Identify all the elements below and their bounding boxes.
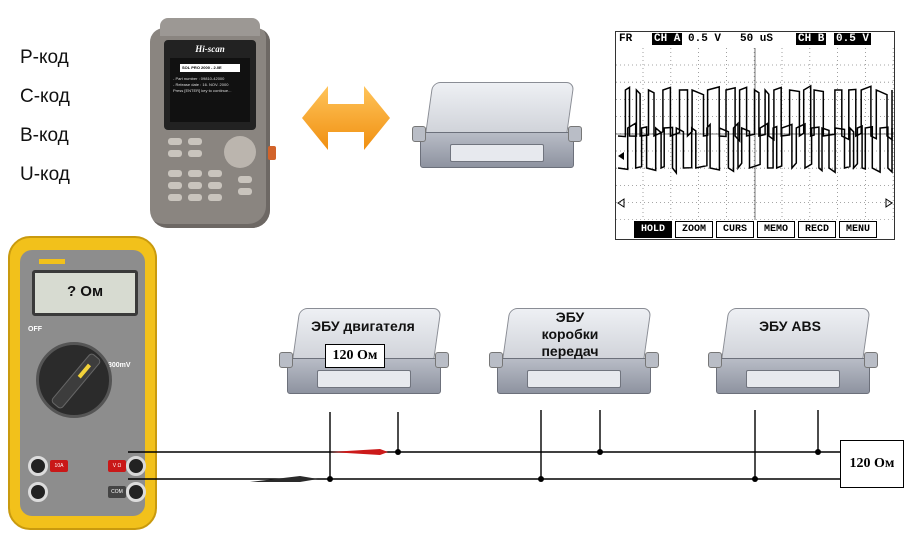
terminator-resistor: 120 Ом — [840, 440, 904, 488]
scanner-lcd-line: - Release date : 16. NOV. 2000 — [173, 82, 229, 87]
scope-menu-button[interactable]: MENU — [839, 221, 877, 238]
scope-recd-button[interactable]: RECD — [798, 221, 836, 238]
black-probe-tip — [250, 476, 318, 482]
scanner-key — [188, 182, 202, 189]
scanner-key — [188, 150, 202, 157]
scanner-brand: Hi-scan — [195, 44, 225, 54]
jack-v-label: V Ω — [108, 460, 126, 472]
dial-off-label: OFF — [28, 326, 42, 333]
rotary-dial[interactable] — [36, 342, 112, 418]
obd-code-list: P-код C-код B-код U-код — [20, 38, 70, 194]
scope-zoom-button[interactable]: ZOOM — [675, 221, 713, 238]
multimeter-reading: ? Ом — [66, 283, 104, 300]
scope-header: FR CH A 0.5 V 50 uS CH B 0.5 V — [616, 32, 894, 48]
jack-10a-label: 10A — [50, 460, 68, 472]
scope-timebase: 50 uS — [740, 33, 774, 45]
scope-ch-b-label: CH B — [796, 33, 827, 45]
code-item-b: B-код — [20, 125, 69, 146]
scanner-top — [160, 18, 260, 36]
ecu-transmission-label: ЭБУ коробки передач — [541, 309, 599, 359]
scope-hold-button[interactable]: HOLD — [634, 221, 672, 238]
scanner-key — [168, 138, 182, 145]
jack-com — [126, 482, 146, 502]
jack-com-label: COM — [108, 486, 126, 498]
ecu-abs-label: ЭБУ ABS — [759, 318, 821, 334]
scope-ch-a-value: 0.5 V — [688, 33, 722, 45]
engine-ecu-resistor: 120 Ом — [325, 344, 385, 368]
oscilloscope-screen: FR CH A 0.5 V 50 uS CH B 0.5 V HOLD ZOOM… — [615, 31, 895, 240]
scanner-lcd-header: SOL PRO 2000 - 2.0E — [180, 64, 240, 72]
dial-mv-label: 300mV — [108, 362, 131, 369]
scanner-key — [238, 188, 252, 195]
scope-mode: FR — [619, 33, 633, 45]
display-marker — [39, 259, 65, 264]
multimeter-face: ? Ом OFF 300mV 10A V Ω COM — [20, 250, 146, 516]
multimeter-display: ? Ом — [32, 259, 138, 316]
scanner-lcd-line: Press [ENTER] key to continue... — [173, 88, 232, 93]
scope-waveform — [616, 48, 894, 220]
scanner-key — [208, 170, 222, 177]
scanner-key — [188, 170, 202, 177]
scope-curs-button[interactable]: CURS — [716, 221, 754, 238]
scanner-lcd: SOL PRO 2000 - 2.0E - Part number : 0981… — [170, 58, 250, 122]
scanner-key — [188, 194, 202, 201]
bidirectional-arrow — [302, 86, 390, 150]
jack-10a — [28, 456, 48, 476]
scope-memo-button[interactable]: MEMO — [757, 221, 795, 238]
scanner-key — [208, 182, 222, 189]
multimeter: ? Ом OFF 300mV 10A V Ω COM — [8, 236, 157, 530]
code-item-u: U-код — [20, 164, 70, 185]
scope-ch-b-value: 0.5 V — [834, 33, 872, 45]
hi-scan-scanner: Hi-scan SOL PRO 2000 - 2.0E - Part numbe… — [150, 18, 276, 228]
scope-ch-a-label: CH A — [652, 33, 683, 45]
scanner-key — [208, 194, 222, 201]
scanner-key — [168, 182, 182, 189]
scanner-screen: Hi-scan SOL PRO 2000 - 2.0E - Part numbe… — [164, 40, 256, 130]
ecu-engine-label: ЭБУ двигателя — [311, 318, 415, 334]
scanner-key — [188, 138, 202, 145]
scanner-key — [168, 194, 182, 201]
scanner-side-button — [268, 146, 276, 160]
scanner-lcd-line: - Part number : 09810-42000 — [173, 76, 225, 81]
scanner-dpad — [224, 136, 256, 168]
red-probe-tip — [330, 449, 388, 455]
jack-v-ohm — [126, 456, 146, 476]
code-item-p: P-код — [20, 47, 69, 68]
scanner-key — [238, 176, 252, 183]
scanner-key — [168, 170, 182, 177]
jack-ma — [28, 482, 48, 502]
scanner-key — [168, 150, 182, 157]
code-item-c: C-код — [20, 86, 70, 107]
